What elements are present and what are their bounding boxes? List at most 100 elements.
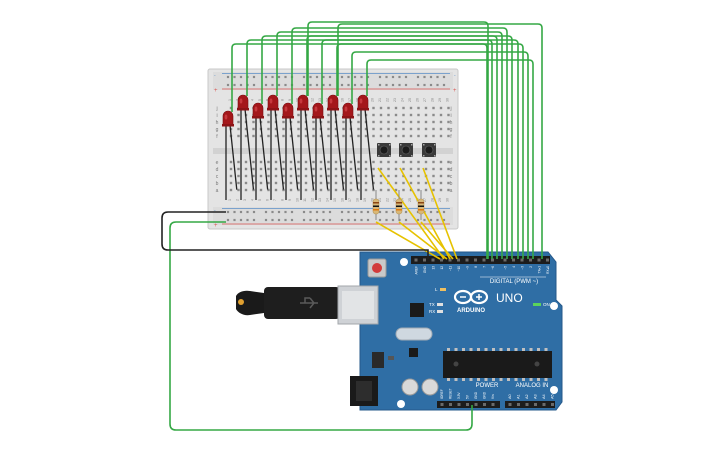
breadboard-hole bbox=[372, 120, 375, 124]
rail-hole bbox=[302, 83, 306, 87]
rail-hole bbox=[271, 83, 274, 87]
arduino-label: ARDUINO bbox=[457, 308, 485, 314]
rail-hole bbox=[436, 83, 439, 87]
breadboard-hole bbox=[417, 167, 420, 171]
breadboard-hole bbox=[289, 181, 293, 185]
breadboard-hole bbox=[297, 181, 300, 185]
rail-hole bbox=[246, 218, 249, 222]
rail-hole bbox=[340, 218, 344, 222]
power-pin-hole bbox=[483, 403, 486, 406]
column-number-bottom: 23 bbox=[393, 198, 397, 202]
rail-hole bbox=[309, 210, 312, 214]
rail-hole bbox=[429, 218, 433, 222]
rail-hole bbox=[322, 83, 325, 87]
breadboard-hole bbox=[447, 174, 450, 178]
analog-pin-hole bbox=[551, 403, 554, 406]
chip-leg bbox=[537, 348, 540, 351]
green-jumper-wire bbox=[337, 23, 543, 259]
rail-hole bbox=[277, 210, 281, 214]
pushbutton-cap bbox=[401, 145, 411, 155]
rail-hole bbox=[284, 75, 287, 79]
breadboard-hole bbox=[267, 181, 270, 185]
column-number-bottom: 22 bbox=[386, 198, 390, 202]
breadboard-hole bbox=[259, 188, 263, 192]
breadboard-hole bbox=[387, 160, 390, 164]
led-anode-leg bbox=[274, 108, 285, 190]
rail-hole bbox=[353, 75, 357, 79]
rail-hole bbox=[385, 83, 388, 87]
chip-leg bbox=[484, 348, 488, 351]
breadboard-hole bbox=[387, 188, 390, 192]
chip-leg bbox=[514, 348, 518, 351]
breadboard-hole bbox=[304, 188, 308, 192]
top-power-rail bbox=[213, 72, 453, 90]
digital-pin-label: 8 bbox=[474, 266, 478, 268]
breadboard-hole bbox=[244, 127, 248, 131]
pushbutton-pin bbox=[411, 144, 413, 146]
breadboard-hole bbox=[364, 174, 368, 178]
red-led-icon bbox=[237, 94, 249, 111]
breadboard-hole bbox=[402, 167, 405, 171]
breadboard-hole bbox=[372, 174, 375, 178]
led-highlight bbox=[314, 106, 318, 112]
breadboard-hole bbox=[342, 120, 345, 124]
breadboard-hole bbox=[372, 113, 375, 117]
rail-hole bbox=[284, 218, 287, 222]
led-anode-leg bbox=[259, 116, 269, 190]
resistor-band bbox=[418, 202, 424, 204]
breadboard-hole bbox=[424, 120, 428, 124]
row-letter-right: j bbox=[449, 106, 451, 112]
breadboard-hole bbox=[334, 188, 338, 192]
rail-hole bbox=[423, 218, 426, 222]
power-pin-label: Vin bbox=[491, 394, 495, 399]
row-letter-left: h bbox=[216, 120, 219, 126]
breadboard-hole bbox=[282, 181, 285, 185]
rail-hole bbox=[290, 218, 294, 222]
digital-pin-hole bbox=[423, 258, 426, 262]
chip-leg bbox=[454, 348, 458, 351]
rail-hole bbox=[239, 75, 243, 79]
digital-pin-label: 12 bbox=[440, 266, 444, 270]
breadboard-hole bbox=[334, 167, 338, 171]
breadboard-hole bbox=[372, 167, 375, 171]
breadboard-hole bbox=[267, 127, 270, 131]
breadboard-hole bbox=[387, 127, 390, 131]
column-number-bottom: 12 bbox=[311, 198, 315, 202]
breadboard-hole bbox=[439, 167, 443, 171]
breadboard-hole bbox=[402, 120, 405, 124]
rail-plus-label-top: + bbox=[214, 88, 218, 94]
led-highlight bbox=[269, 98, 273, 104]
breadboard-hole bbox=[259, 181, 263, 185]
breadboard-hole bbox=[282, 160, 285, 164]
breadboard-hole bbox=[334, 127, 338, 131]
led-anode-leg bbox=[289, 116, 299, 190]
rail-hole bbox=[353, 83, 357, 87]
breadboard-hole bbox=[252, 127, 255, 131]
rail-hole bbox=[315, 75, 319, 79]
l-led bbox=[440, 288, 446, 291]
rail-hole bbox=[233, 75, 236, 79]
breadboard-hole bbox=[379, 181, 383, 185]
rail-hole bbox=[442, 83, 446, 87]
column-number-top: 21 bbox=[378, 98, 382, 102]
breadboard-labels: - + - + - + jjiihhggffeeddccbbaa11223344… bbox=[214, 73, 457, 229]
row-letter-left: c bbox=[216, 174, 219, 180]
row-letter-left: a bbox=[216, 188, 219, 194]
breadboard-hole bbox=[282, 120, 285, 124]
breadboard-hole bbox=[447, 127, 450, 131]
rail-hole bbox=[378, 210, 382, 214]
breadboard-hole bbox=[417, 106, 420, 110]
breadboard-hole bbox=[334, 174, 338, 178]
led-rim bbox=[237, 108, 249, 111]
breadboard-hole bbox=[259, 167, 263, 171]
breadboard-hole bbox=[417, 181, 420, 185]
breadboard-hole bbox=[312, 167, 315, 171]
rail-hole bbox=[322, 75, 325, 79]
rail-hole bbox=[416, 218, 420, 222]
reset-button-cap[interactable] bbox=[372, 263, 382, 273]
breadboard-hole bbox=[244, 160, 248, 164]
digital-pin-hole bbox=[465, 258, 469, 262]
rail-hole bbox=[226, 83, 230, 87]
breadboard-hole bbox=[424, 167, 428, 171]
chip-leg bbox=[499, 378, 503, 381]
